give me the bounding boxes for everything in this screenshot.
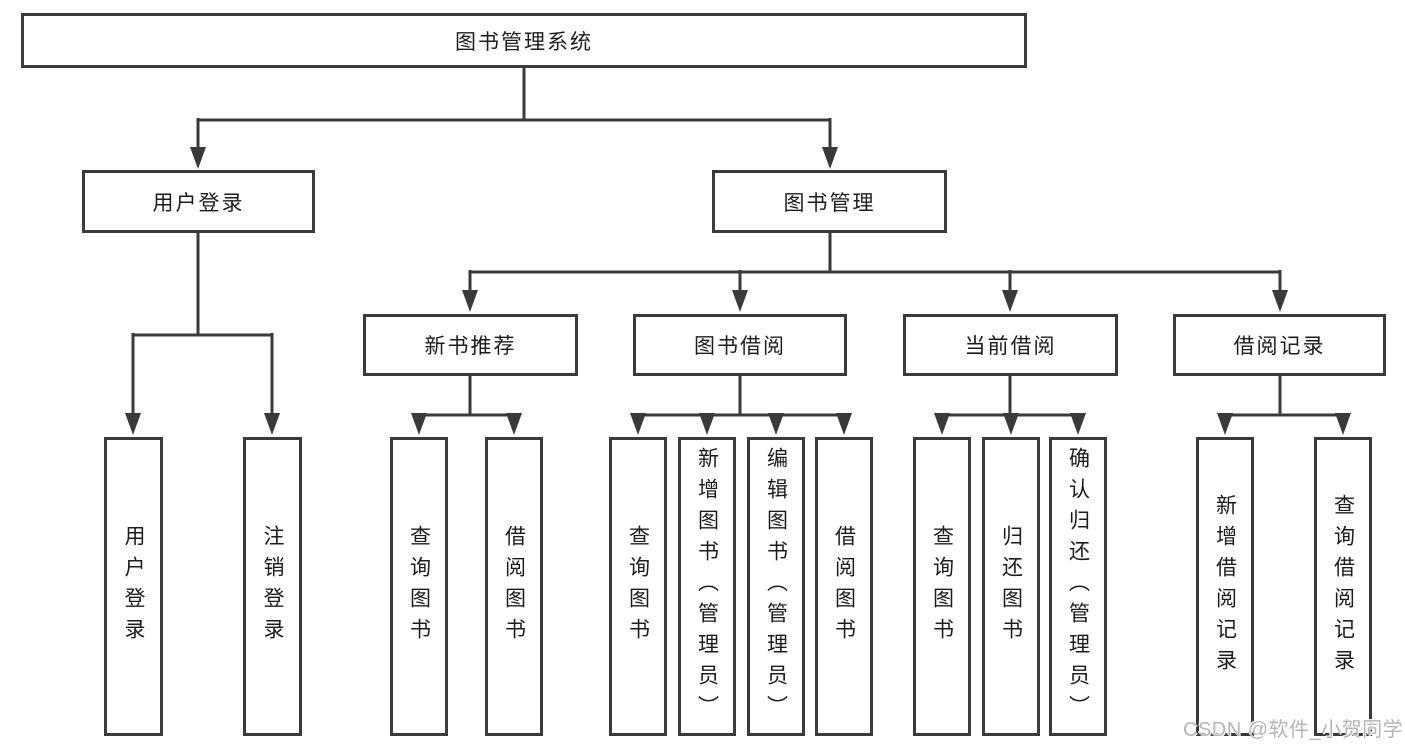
leaf-newbooks-query-books: 查询图书 xyxy=(390,437,448,736)
arrowheads xyxy=(125,147,1351,435)
leaf-newbooks-borrow-books: 借阅图书 xyxy=(485,437,543,736)
node-book-management-label: 图书管理 xyxy=(783,191,876,215)
leaf-borrow-query-books-label: 查询图书 xyxy=(626,524,650,649)
node-book-borrowing-label: 图书借阅 xyxy=(694,335,786,358)
node-book-management: 图书管理 xyxy=(712,170,947,233)
leaf-newbooks-borrow-books-label: 借阅图书 xyxy=(502,524,526,649)
leaf-user-login-label: 用户登录 xyxy=(122,524,145,649)
node-new-book-recommendation: 新书推荐 xyxy=(363,314,578,376)
leaf-borrow-edit-books-admin: 编辑图书（管理员） xyxy=(747,437,805,736)
leaf-borrow-edit-books-admin-label: 编辑图书（管理员） xyxy=(764,447,788,726)
node-root-label: 图书管理系统 xyxy=(455,30,593,54)
leaf-records-add-record: 新增借阅记录 xyxy=(1196,437,1254,736)
leaf-current-confirm-return-admin: 确认归还（管理员） xyxy=(1049,437,1107,736)
node-current-borrowing-label: 当前借阅 xyxy=(964,335,1057,358)
leaf-borrow-borrow-books: 借阅图书 xyxy=(815,437,873,736)
node-user-login-label: 用户登录 xyxy=(152,191,245,215)
leaf-current-return-books-label: 归还图书 xyxy=(999,524,1023,649)
leaf-current-query-books: 查询图书 xyxy=(913,437,971,736)
watermark: CSDN @软件_小贺同学 xyxy=(1183,719,1404,741)
node-user-login: 用户登录 xyxy=(82,170,315,233)
node-borrowing-records-label: 借阅记录 xyxy=(1233,335,1326,358)
node-root: 图书管理系统 xyxy=(21,13,1027,68)
leaf-current-return-books: 归还图书 xyxy=(982,437,1040,736)
leaf-current-confirm-return-admin-label: 确认归还（管理员） xyxy=(1066,447,1090,726)
leaf-records-query-record-label: 查询借阅记录 xyxy=(1331,493,1355,680)
leaf-borrow-borrow-books-label: 借阅图书 xyxy=(832,524,856,649)
leaf-records-add-record-label: 新增借阅记录 xyxy=(1213,493,1237,680)
node-new-book-recommendation-label: 新书推荐 xyxy=(424,335,517,358)
leaf-logout: 注销登录 xyxy=(243,437,302,736)
leaf-borrow-add-books-admin: 新增图书（管理员） xyxy=(678,437,736,736)
node-current-borrowing: 当前借阅 xyxy=(903,314,1118,376)
leaf-borrow-add-books-admin-label: 新增图书（管理员） xyxy=(695,447,719,726)
leaf-borrow-query-books: 查询图书 xyxy=(609,437,667,736)
leaf-current-query-books-label: 查询图书 xyxy=(930,524,954,649)
leaf-user-login: 用户登录 xyxy=(104,437,163,736)
node-borrowing-records: 借阅记录 xyxy=(1173,314,1386,376)
node-book-borrowing: 图书借阅 xyxy=(633,314,847,376)
leaf-logout-label: 注销登录 xyxy=(261,524,284,649)
leaf-newbooks-query-books-label: 查询图书 xyxy=(407,524,431,649)
leaf-records-query-record: 查询借阅记录 xyxy=(1314,437,1372,736)
